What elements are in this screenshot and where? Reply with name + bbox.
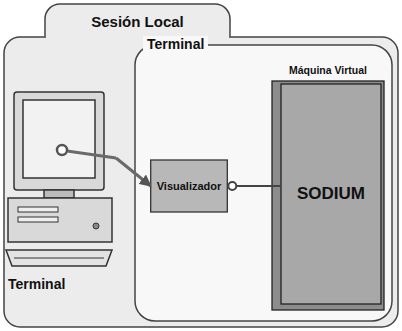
session-heading: Sesión Local xyxy=(45,4,230,40)
session-panel-shape xyxy=(4,4,398,327)
box-heading: Máquina Virtual xyxy=(268,62,388,80)
session-panel: Sesión LocalTerminalTerminalVisualizador… xyxy=(3,3,399,328)
viewer-box-shape xyxy=(151,160,228,212)
box-label: SODIUM xyxy=(281,84,381,304)
sodium-box: SODIUM xyxy=(281,84,381,304)
virtual-machine-box-shape xyxy=(272,81,384,310)
screen-port xyxy=(57,145,67,155)
screen-lead xyxy=(67,151,116,158)
terminal-panel: TerminalVisualizadorMáquina VirtualSODIU… xyxy=(135,45,392,321)
terminal-device: Terminal xyxy=(6,90,116,300)
box-label: Visualizador xyxy=(151,160,228,212)
terminal-panel-shape xyxy=(135,45,392,321)
port-circle xyxy=(228,182,236,190)
computer-illustration xyxy=(6,92,112,266)
virtual-machine-box: Máquina VirtualSODIUM xyxy=(268,62,388,312)
sodium-box-shape xyxy=(281,84,381,304)
connector-line xyxy=(116,158,151,186)
panel-heading: Terminal xyxy=(143,36,208,54)
device-label: Terminal xyxy=(8,274,112,296)
viewer-box: Visualizador xyxy=(151,160,228,212)
